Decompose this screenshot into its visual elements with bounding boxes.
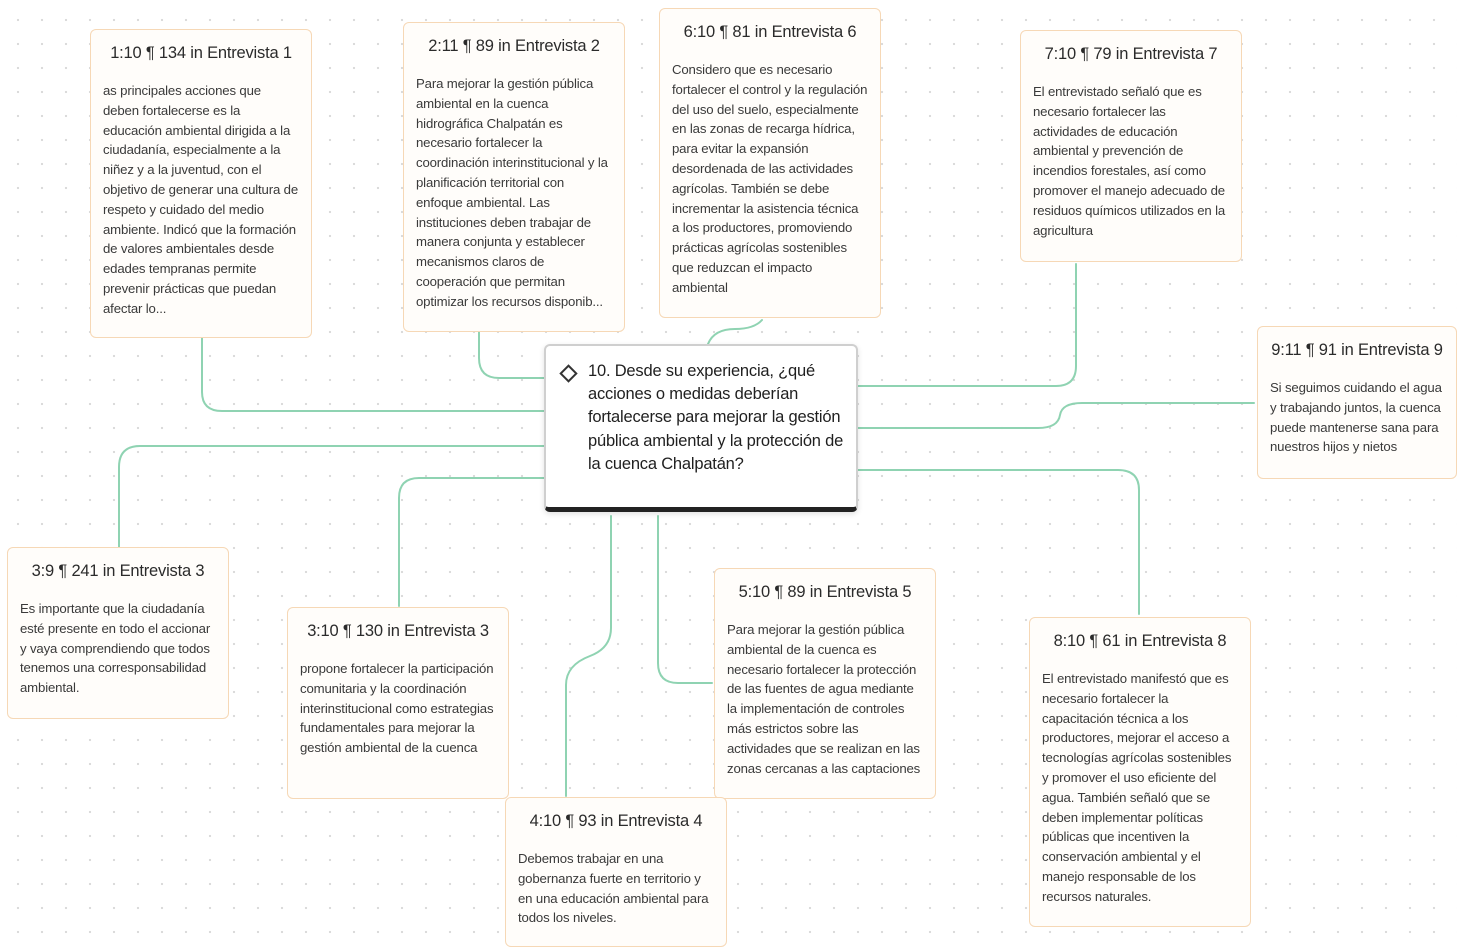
quote-title: 4:10 ¶ 93 in Entrevista 4 bbox=[529, 812, 703, 830]
link-q8 bbox=[857, 469, 1140, 615]
diamond-icon bbox=[559, 364, 578, 383]
link-q9 bbox=[857, 402, 1255, 429]
quote-card-entrevista-4[interactable]: 4:10 ¶ 93 in Entrevista 4 Debemos trabaj… bbox=[505, 797, 727, 947]
quote-card-entrevista-3-b[interactable]: 3:10 ¶ 130 in Entrevista 3 propone forta… bbox=[287, 607, 509, 799]
quote-card-entrevista-2[interactable]: 2:11 ¶ 89 in Entrevista 2 Para mejorar l… bbox=[403, 22, 625, 332]
link-q5 bbox=[657, 515, 713, 684]
quote-card-entrevista-8[interactable]: 8:10 ¶ 61 in Entrevista 8 El entrevistad… bbox=[1029, 617, 1251, 927]
quote-text: Para mejorar la gestión pública ambienta… bbox=[416, 76, 608, 309]
quote-card-entrevista-3-a[interactable]: 3:9 ¶ 241 in Entrevista 3 Es importante … bbox=[7, 547, 229, 719]
quote-title: 8:10 ¶ 61 in Entrevista 8 bbox=[1053, 632, 1227, 650]
quote-title: 6:10 ¶ 81 in Entrevista 6 bbox=[683, 23, 857, 41]
quote-card-entrevista-6[interactable]: 6:10 ¶ 81 in Entrevista 6 Considero que … bbox=[659, 8, 881, 318]
link-q1 bbox=[201, 337, 545, 412]
quote-title: 3:9 ¶ 241 in Entrevista 3 bbox=[31, 562, 205, 580]
quote-text: as principales acciones que deben fortal… bbox=[103, 83, 299, 316]
quote-text: Si seguimos cuidando el agua y trabajand… bbox=[1270, 380, 1442, 455]
quote-title: 1:10 ¶ 134 in Entrevista 1 bbox=[110, 44, 292, 62]
quote-title: 3:10 ¶ 130 in Entrevista 3 bbox=[307, 622, 489, 640]
quote-text: propone fortalecer la participación comu… bbox=[300, 661, 494, 756]
link-q3b bbox=[398, 477, 545, 607]
link-q6 bbox=[707, 319, 763, 345]
quote-title: 5:10 ¶ 89 in Entrevista 5 bbox=[738, 583, 912, 601]
link-q7 bbox=[857, 263, 1077, 387]
quote-text: El entrevistado señaló que es necesario … bbox=[1033, 84, 1226, 238]
quote-title: 7:10 ¶ 79 in Entrevista 7 bbox=[1044, 45, 1218, 63]
quote-card-entrevista-9[interactable]: 9:11 ¶ 91 in Entrevista 9 Si seguimos cu… bbox=[1257, 326, 1457, 479]
quote-card-entrevista-7[interactable]: 7:10 ¶ 79 in Entrevista 7 El entrevistad… bbox=[1020, 30, 1242, 262]
quote-text: El entrevistado manifestó que es necesar… bbox=[1042, 671, 1232, 904]
quote-card-entrevista-1[interactable]: 1:10 ¶ 134 in Entrevista 1 as principale… bbox=[90, 29, 312, 338]
quote-title: 9:11 ¶ 91 in Entrevista 9 bbox=[1271, 341, 1443, 359]
link-q3a bbox=[118, 445, 545, 549]
quote-card-entrevista-5[interactable]: 5:10 ¶ 89 in Entrevista 5 Para mejorar l… bbox=[714, 568, 936, 799]
quote-text: Es importante que la ciudadanía esté pre… bbox=[20, 601, 211, 696]
quote-text: Para mejorar la gestión pública ambienta… bbox=[727, 622, 921, 776]
question-text: 10. Desde su experiencia, ¿qué acciones … bbox=[588, 362, 844, 473]
quote-text: Debemos trabajar en una gobernanza fuert… bbox=[518, 851, 709, 926]
question-node[interactable]: 10. Desde su experiencia, ¿qué acciones … bbox=[544, 344, 858, 512]
link-q4 bbox=[565, 515, 612, 797]
quote-title: 2:11 ¶ 89 in Entrevista 2 bbox=[428, 37, 600, 55]
quote-text: Considero que es necesario fortalecer el… bbox=[672, 62, 868, 295]
link-q2 bbox=[478, 331, 545, 379]
